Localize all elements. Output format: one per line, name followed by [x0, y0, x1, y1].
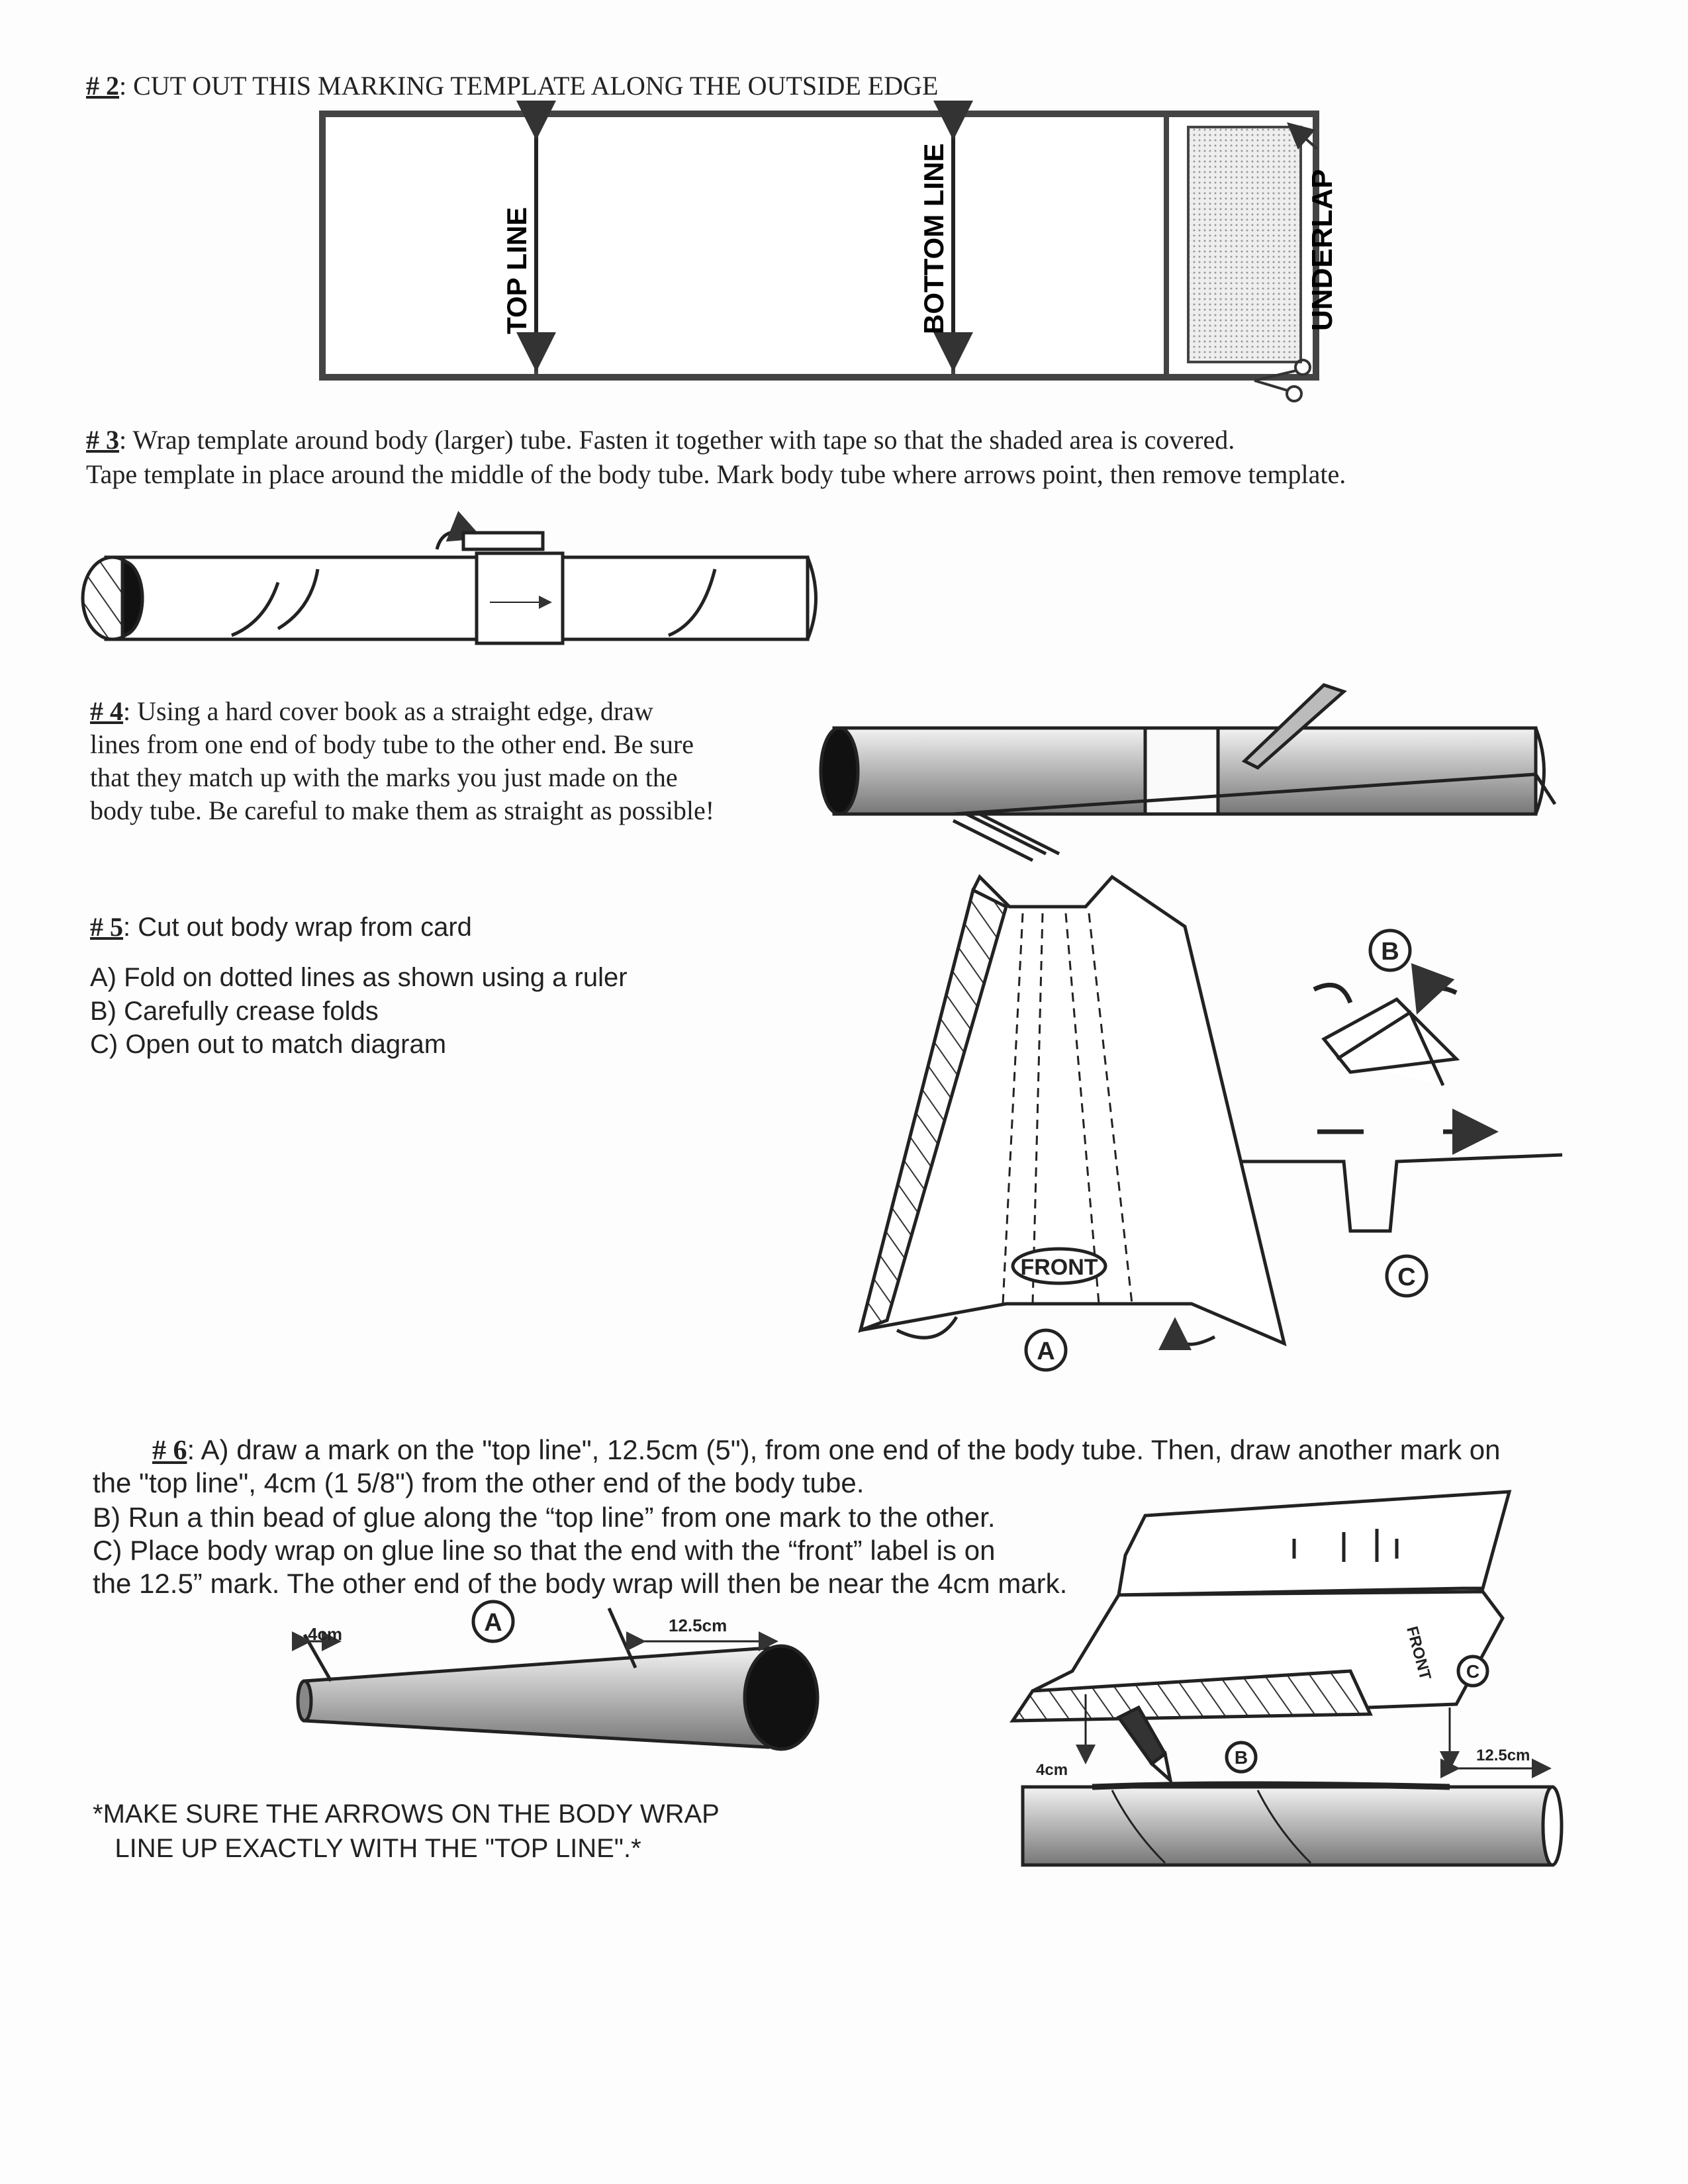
step6-note-line1: *MAKE SURE THE ARROWS ON THE BODY WRAP	[93, 1799, 720, 1829]
step4-line3: that they match up with the marks you ju…	[90, 762, 678, 792]
label-b: B	[1381, 938, 1399, 966]
dim-12-5cm-label: 12.5cm	[669, 1615, 727, 1635]
step5-title: # 5: Cut out body wrap from card	[90, 912, 472, 942]
dim-4cm-label-right: 4cm	[1036, 1761, 1068, 1779]
step6-note-line2: LINE UP EXACTLY WITH THE "TOP LINE".*	[93, 1834, 641, 1863]
step6-label-b: B	[1235, 1747, 1248, 1768]
step3-tube-diagram	[81, 510, 818, 645]
step4-line2: lines from one end of body tube to the o…	[90, 729, 694, 759]
step4-line1: # 4: Using a hard cover book as a straig…	[90, 696, 653, 726]
step3-line2: Tape template in place around the middle…	[86, 459, 1346, 489]
glue-tube-icon	[1116, 1705, 1173, 1785]
step6-label-a: A	[484, 1609, 502, 1637]
step6-label-c: C	[1466, 1661, 1479, 1682]
step3-line1: # 3: Wrap template around body (larger) …	[86, 425, 1235, 455]
step6-glue-diagram: FRONT 12.5cm 4cm B C	[1009, 1490, 1564, 1867]
step5-item-b: B) Carefully crease folds	[90, 997, 379, 1026]
label-c: C	[1397, 1263, 1415, 1291]
body-wrap-fold-diagram: FRONT A B C	[858, 874, 1563, 1372]
step4-line4: body tube. Be careful to make them as st…	[90, 796, 715, 825]
step6-line4: C) Place body wrap on glue line so that …	[93, 1535, 996, 1566]
step5-item-a: A) Fold on dotted lines as shown using a…	[90, 963, 628, 992]
step6-tube-marking-diagram: 4cm 12.5cm A	[292, 1600, 820, 1751]
dim-12-5cm-label-right: 12.5cm	[1476, 1747, 1530, 1764]
step6-line3: B) Run a thin bead of glue along the “to…	[93, 1502, 996, 1533]
front-label: FRONT	[1020, 1255, 1098, 1280]
bottom-line-label: BOTTOM LINE	[918, 143, 949, 334]
dim-4cm-label: 4cm	[308, 1624, 342, 1644]
step6-line1: # 6: A) draw a mark on the "top line", 1…	[152, 1434, 1501, 1466]
marking-template: TOP LINE BOTTOM LINE UNDERLAP	[319, 101, 1338, 402]
step4-tube-diagram	[819, 683, 1557, 862]
step2-heading: # 2: CUT OUT THIS MARKING TEMPLATE ALONG…	[86, 71, 939, 101]
top-line-label: TOP LINE	[501, 207, 532, 334]
step6-line2: the "top line", 4cm (1 5/8") from the ot…	[93, 1467, 865, 1498]
step6-line5: the 12.5” mark. The other end of the bod…	[93, 1568, 1068, 1599]
label-a: A	[1037, 1338, 1055, 1365]
underlap-label: UNDERLAP	[1306, 169, 1338, 331]
scissors-icon	[1254, 359, 1311, 402]
step5-item-c: C) Open out to match diagram	[90, 1030, 447, 1059]
